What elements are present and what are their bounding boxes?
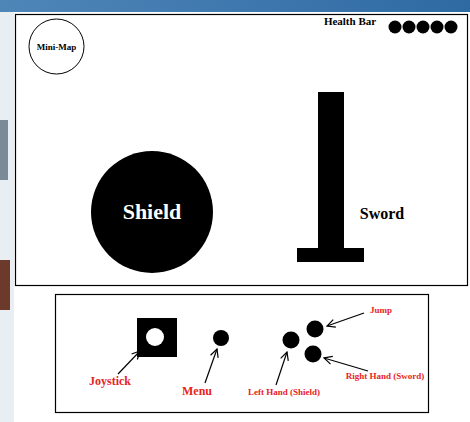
sword-button	[305, 346, 322, 363]
joystick-symbol	[146, 328, 164, 346]
menu-button	[213, 330, 229, 346]
joystick-symbol	[137, 318, 177, 357]
side-strip	[0, 260, 10, 310]
side-strip	[0, 12, 14, 422]
shield-button	[283, 332, 300, 349]
sword-label: Sword	[360, 205, 404, 223]
health-dots	[389, 21, 458, 34]
jump-label: Jump	[370, 306, 392, 316]
side-strip	[0, 120, 8, 180]
jump-button	[307, 321, 324, 338]
node-text: Mini-Map	[37, 42, 77, 52]
shield-circle: Shield	[90, 150, 214, 274]
top-band	[0, 0, 470, 12]
controller-frame	[56, 295, 429, 413]
screen-frame	[16, 15, 468, 286]
menu-label: Menu	[182, 385, 212, 398]
sword-shape	[297, 92, 364, 262]
node-text: Shield	[123, 199, 182, 225]
shield-button-label: Left Hand (Shield)	[248, 388, 320, 398]
minimap-circle: Mini-Map	[28, 18, 85, 75]
joystick-label: Joystick	[89, 375, 131, 388]
health-label: Health Bar	[324, 15, 376, 27]
sword-button-label: Right Hand (Sword)	[346, 372, 425, 382]
leader-lines	[118, 313, 368, 385]
